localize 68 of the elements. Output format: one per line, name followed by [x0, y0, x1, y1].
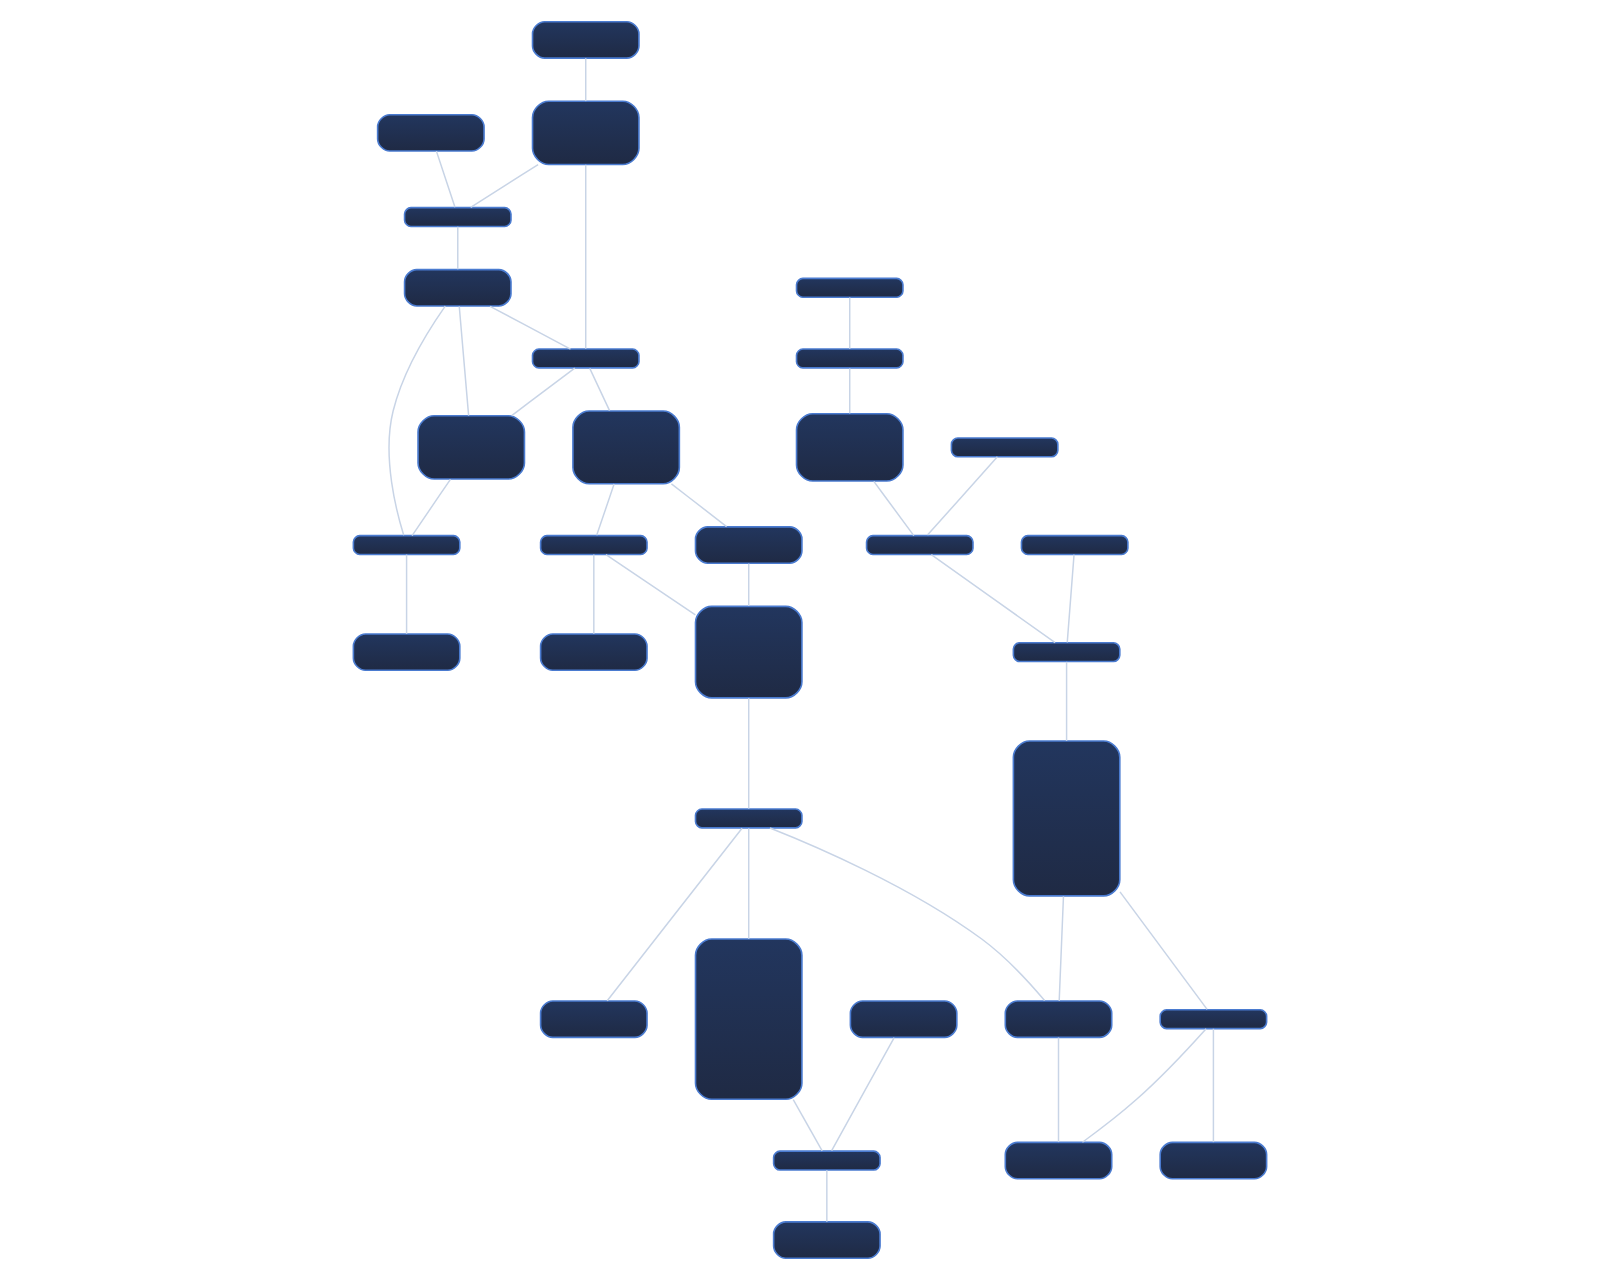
connector	[873, 480, 915, 537]
connector	[605, 553, 697, 616]
node-box	[795, 348, 904, 369]
node-box	[1012, 740, 1121, 897]
node-box	[1020, 534, 1129, 556]
connector	[1058, 895, 1065, 1002]
node-box	[694, 938, 803, 1101]
node-box	[865, 534, 974, 556]
node-box	[539, 633, 648, 672]
connector	[747, 827, 750, 940]
connector	[849, 367, 851, 415]
node-box	[352, 534, 461, 556]
connector	[593, 553, 595, 635]
node-box	[1159, 1141, 1268, 1180]
node-box	[1159, 1008, 1268, 1030]
connector	[930, 553, 1056, 644]
connector	[469, 163, 539, 209]
node-box	[950, 437, 1059, 458]
node-box	[539, 534, 648, 556]
connector	[1212, 1028, 1215, 1143]
connector	[826, 1169, 828, 1223]
connector	[595, 483, 615, 537]
node-box	[772, 1221, 881, 1260]
connector	[1066, 553, 1075, 644]
node-box	[417, 414, 526, 480]
connector	[489, 305, 572, 350]
node-box	[531, 20, 640, 59]
connector	[457, 226, 459, 270]
connector	[769, 827, 1046, 1002]
connector	[1081, 1027, 1207, 1143]
connector	[589, 367, 611, 412]
connector	[458, 305, 470, 417]
connector	[435, 150, 456, 209]
connector	[606, 827, 743, 1002]
connector	[405, 553, 408, 635]
node-box	[531, 348, 640, 369]
node-box	[403, 206, 512, 228]
connector	[830, 1036, 895, 1152]
connector	[792, 1098, 823, 1152]
node-box	[1004, 1141, 1113, 1180]
connector	[388, 305, 446, 536]
node-box	[572, 410, 681, 485]
connector	[585, 57, 587, 102]
node-box	[531, 100, 640, 166]
connector	[1057, 1036, 1060, 1143]
connector	[511, 367, 576, 417]
connector	[926, 456, 999, 536]
node-box	[694, 808, 803, 829]
node-box	[795, 277, 904, 298]
node-box	[849, 1000, 958, 1039]
node-box	[403, 268, 512, 307]
connector	[849, 296, 851, 350]
connector	[1119, 891, 1208, 1011]
node-box	[539, 1000, 648, 1039]
connector	[411, 478, 452, 537]
node-box	[694, 605, 803, 699]
node-box	[795, 412, 904, 482]
node-box	[772, 1150, 881, 1171]
node-box	[1004, 1000, 1113, 1039]
connector	[747, 562, 750, 607]
connector	[747, 697, 750, 810]
node-box	[694, 526, 803, 565]
node-box	[376, 113, 485, 152]
connector	[1065, 661, 1068, 742]
connector	[585, 164, 587, 350]
node-box	[1012, 641, 1121, 663]
connector	[670, 483, 728, 528]
node-box	[352, 633, 461, 672]
